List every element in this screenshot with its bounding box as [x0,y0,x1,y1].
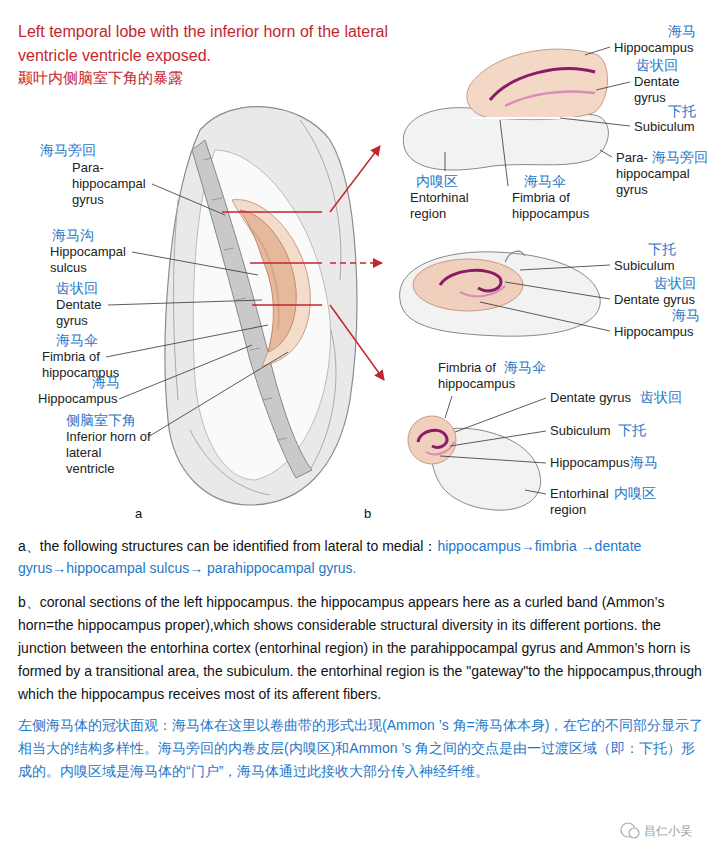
part-label: 齿状回 [654,276,696,292]
panel-letter: a [135,506,142,522]
part-label: Dentate gyrus [550,390,631,406]
figure-subtitle: 颞叶内侧脑室下角的暴露 [18,70,183,86]
part-label: Fimbria of hippocampus [512,190,607,222]
part-label: 海马 [668,24,696,40]
part-label: Subiculum [614,258,675,274]
part-label: 齿状回 [636,58,678,74]
watermark: 昌仁小吴 [644,823,692,839]
part-label: 海马旁回 [40,143,96,159]
caption-text-chinese: 左侧海马体的冠状面观：海马体在这里以卷曲带的形式出现(Ammon ’s 角=海马… [18,714,708,783]
part-label: 下托 [648,242,676,258]
part-label: Dentate gyrus [634,74,704,106]
part-label: 下托 [618,423,646,439]
part-label: Dentate gyrus [56,297,116,329]
part-label: Entorhinal region [410,190,485,222]
part-label: Subiculum [550,423,611,439]
part-label: Hippocampus [550,455,630,471]
part-label: 海马伞 [504,360,546,376]
part-label: Subiculum [634,119,695,135]
part-label: 齿状回 [640,390,682,406]
part-label: Inferior horn of lateral ventricle [66,429,151,477]
figure-title: Left temporal lobe with the inferior hor… [18,20,398,68]
part-label: Para- hippocampal gyrus [72,160,152,208]
caption-text: a、the following structures can be identi… [18,538,437,554]
panel-letter: b [364,506,371,522]
caption-text: b、coronal sections of the left hippocamp… [18,591,708,706]
part-label: 齿状回 [56,281,98,297]
part-label: Fimbria of hippocampus [42,349,137,381]
part-label: Dentate gyrus [614,292,695,308]
caption-paragraph: a、the following structures can be identi… [18,535,708,579]
part-label: 海马 [92,375,120,391]
part-label: Hippocampus [614,40,694,56]
part-label: Hippocampal sulcus [50,244,140,276]
part-label: 海马伞 [56,333,98,349]
part-label: 下托 [668,104,696,120]
part-label: Entorhinal region [550,486,620,518]
part-label: 海马 [630,455,658,471]
part-label: 侧脑室下角 [66,413,136,429]
part-label: 海马旁回 [652,150,708,166]
part-label: Hippocampus [38,391,118,407]
part-label: 内嗅区 [416,174,458,190]
part-label: 内嗅区 [614,486,656,502]
part-label: 海马沟 [52,228,94,244]
part-label: Hippocampus [614,324,694,340]
part-label: 海马 [672,308,700,324]
part-label: 海马伞 [524,174,566,190]
